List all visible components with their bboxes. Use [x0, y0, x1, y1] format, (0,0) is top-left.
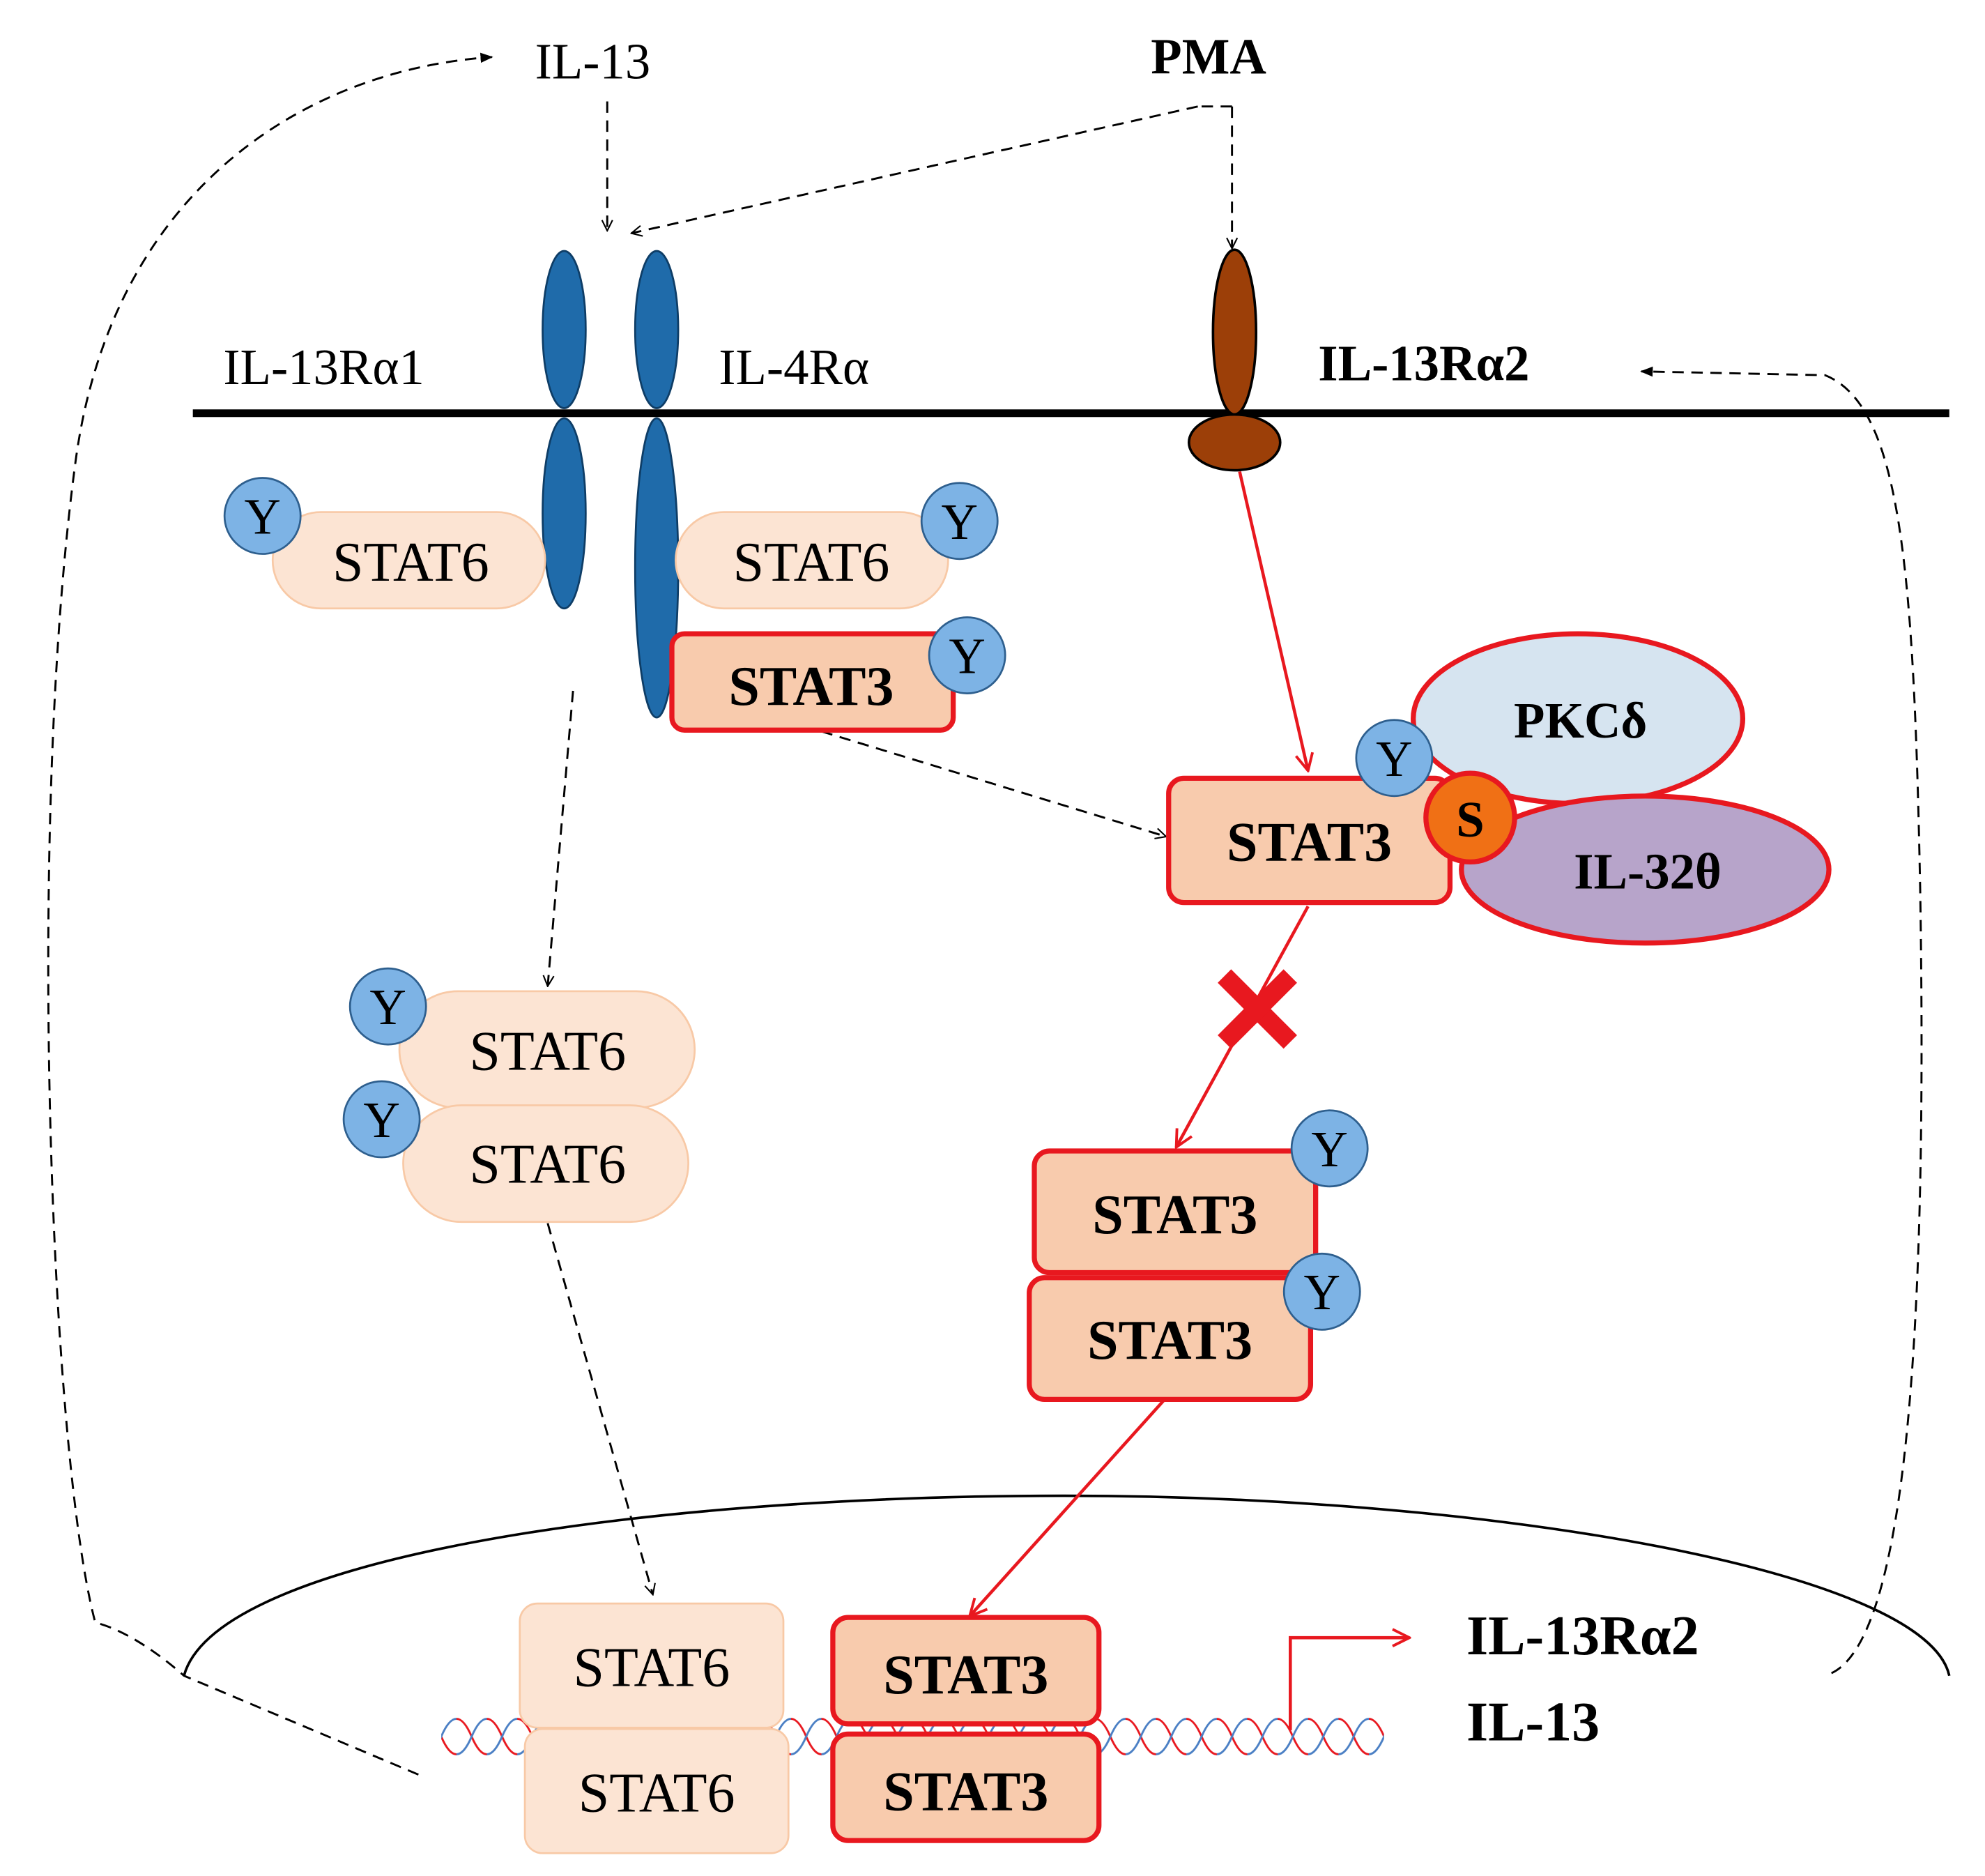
svg-text:Y: Y [1311, 1121, 1348, 1177]
stat6-nuclear-top: STAT6 [519, 1602, 785, 1729]
stimulus-arrows [607, 101, 1232, 248]
stat6-text: STAT6 [578, 1762, 735, 1824]
svg-text:Y: Y [949, 627, 986, 684]
il32-theta-protein [1459, 793, 1832, 946]
stat6-text: STAT6 [574, 1637, 730, 1698]
pma-label: PMA [1151, 28, 1266, 84]
inhibition-x-mark [1218, 969, 1297, 1049]
stat6-left-receptor: STAT6 [271, 511, 546, 610]
stat3-receptor: STAT3 [669, 631, 956, 733]
y-mark: Y [348, 967, 427, 1046]
il13ra1-receptor [542, 250, 587, 610]
stat3-text: STAT3 [728, 656, 894, 717]
nuclear-envelope [183, 1494, 1951, 1677]
phospho-tyrosine-marks: Y Y Y Y Y Y Y Y [223, 477, 1434, 1331]
stat3-dimer-to-nucleus-arrow [969, 1399, 1165, 1616]
stat6-text: STAT6 [332, 532, 489, 593]
stat3-signal-arrows [969, 471, 1409, 1730]
il13-label: IL-13 [535, 33, 651, 90]
pkcd-label: PKCδ [1514, 692, 1647, 749]
il13ra2-to-stat3-arrow [1238, 471, 1308, 770]
receptor-to-stat6-dimer-arrow [548, 690, 574, 986]
y-mark: Y [342, 1080, 421, 1159]
il13-feedback-arrow [47, 52, 493, 1776]
y-mark: Y [223, 477, 302, 555]
transcription-arrow [1289, 1638, 1409, 1730]
y-mark: Y [920, 482, 999, 560]
il13ra2-label: IL-13Rα2 [1318, 335, 1529, 391]
stat6-nuclear-bottom: STAT6 [523, 1728, 790, 1854]
stat3-dimer-bottom: STAT3 [1027, 1275, 1314, 1402]
stat6-text: STAT6 [469, 1021, 626, 1083]
svg-text:S: S [1456, 791, 1484, 848]
stat6-dimer-to-nucleus-arrow [546, 1223, 653, 1595]
svg-text:Y: Y [1376, 731, 1413, 787]
stat3-text: STAT3 [883, 1645, 1048, 1706]
svg-text:Y: Y [369, 979, 406, 1035]
stat3-nuclear-bottom: STAT3 [830, 1731, 1102, 1843]
y-mark: Y [928, 616, 1006, 694]
y-mark: Y [1290, 1109, 1369, 1188]
il13ra1-label: IL-13Rα1 [223, 339, 424, 395]
stat3-text: STAT3 [1087, 1310, 1252, 1371]
stat3-to-complex-arrow [821, 730, 1167, 837]
stat6-text: STAT6 [469, 1134, 626, 1195]
stat3-nuclear-top: STAT3 [830, 1615, 1102, 1727]
il32-theta-label: IL-32θ [1574, 844, 1722, 900]
stat6-signal-arrows [546, 690, 1167, 1595]
output-il13ra2-label: IL-13Rα2 [1466, 1606, 1699, 1667]
stat3-dimer-top: STAT3 [1032, 1148, 1319, 1276]
svg-text:Y: Y [363, 1092, 400, 1148]
output-il13-label: IL-13 [1466, 1691, 1600, 1753]
pma-to-il13ra1-arrow [631, 105, 1198, 234]
stat6-dimer-top: STAT6 [398, 990, 696, 1109]
phospho-serine-mark: S [1423, 770, 1517, 865]
il13ra2-receptor [1188, 248, 1282, 472]
stat6-dimer-bottom: STAT6 [402, 1104, 689, 1223]
svg-text:Y: Y [941, 494, 978, 550]
stat6-right-receptor: STAT6 [675, 511, 949, 610]
il4ra-receptor [634, 250, 680, 719]
svg-text:Y: Y [1303, 1264, 1340, 1320]
il4ra-label: IL-4Rα [719, 339, 869, 395]
stat3-text: STAT3 [883, 1761, 1048, 1822]
stat3-text: STAT3 [1092, 1184, 1257, 1246]
y-mark: Y [1355, 719, 1434, 798]
stat6-text: STAT6 [733, 532, 890, 593]
stat3-complex: STAT3 [1166, 775, 1453, 906]
y-mark: Y [1282, 1252, 1361, 1331]
pkc-il32-complex: PKCδ IL-32θ [1411, 631, 1832, 946]
il13ra2-feedback-arrow [1640, 366, 1923, 1675]
feedback-loops [47, 52, 1923, 1776]
stat3-text: STAT3 [1227, 812, 1392, 874]
svg-text:Y: Y [244, 488, 281, 544]
